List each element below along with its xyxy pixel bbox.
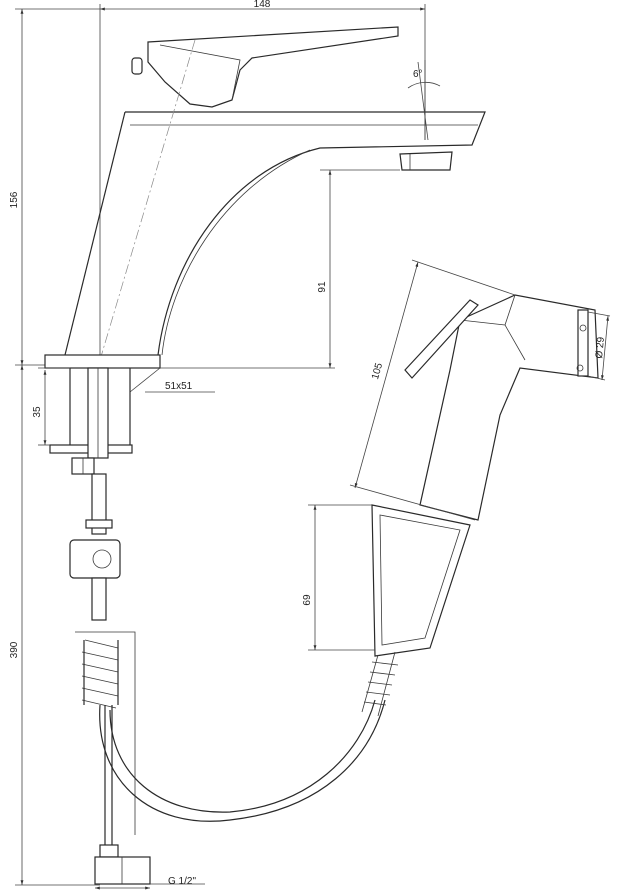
faucet-body bbox=[44, 39, 486, 369]
dimension-label-35: 35 bbox=[32, 406, 43, 418]
dimension-label-51x51: 51x51 bbox=[165, 381, 193, 392]
hand-shower bbox=[404, 294, 599, 521]
faucet-lever bbox=[131, 26, 399, 108]
dimension-label-diameter-29: Ø 29 bbox=[594, 336, 607, 359]
dimension-91: 91 bbox=[160, 169, 400, 369]
dimension-69: 69 bbox=[302, 504, 375, 651]
dimension-label-390: 390 bbox=[9, 641, 20, 658]
dimension-label-156: 156 bbox=[9, 191, 20, 208]
dimension-label-105: 105 bbox=[370, 361, 385, 380]
dimension-6-degrees: 6° bbox=[407, 60, 441, 141]
dimension-label-148: 148 bbox=[254, 0, 271, 10]
dimension-g-half-inch: G 1/2" bbox=[95, 876, 205, 890]
dimension-label-91: 91 bbox=[317, 281, 328, 293]
dimension-diameter-29: Ø 29 bbox=[587, 311, 611, 381]
flexible-hose bbox=[75, 631, 386, 885]
dimension-390: 390 bbox=[9, 365, 100, 886]
dimension-label-g-half-inch: G 1/2" bbox=[168, 876, 196, 887]
shower-holder bbox=[361, 504, 471, 717]
mounting-shank bbox=[49, 367, 133, 621]
dimension-label-6-degrees: 6° bbox=[413, 69, 423, 80]
dimension-51x51: 51x51 bbox=[129, 367, 215, 393]
dimension-35: 35 bbox=[32, 367, 70, 446]
dimension-label-69: 69 bbox=[302, 594, 313, 606]
dimension-105: 105 bbox=[349, 259, 516, 521]
dimension-156: 156 bbox=[9, 8, 100, 366]
